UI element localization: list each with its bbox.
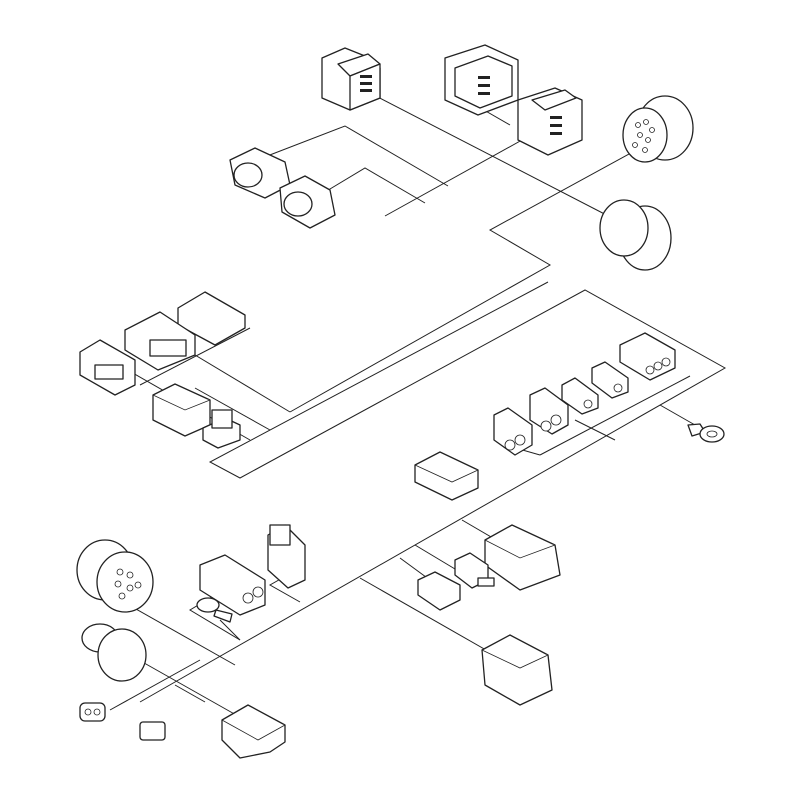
- sealed-connector: [202, 409, 241, 449]
- sealed-connector: [229, 147, 291, 199]
- wire: [289, 147, 641, 413]
- relay-block: [152, 383, 211, 437]
- wire: [261, 125, 449, 187]
- sealed-connector: [79, 339, 136, 396]
- relay-block: [481, 634, 553, 706]
- round-connector: [622, 95, 694, 163]
- sealed-connector: [454, 552, 495, 589]
- round-connector: [76, 539, 154, 613]
- rectangular-connector: [321, 47, 381, 111]
- wire: [129, 654, 246, 721]
- rectangular-connector: [484, 524, 561, 591]
- wire: [139, 281, 727, 703]
- sealed-connector: [139, 721, 166, 741]
- wire: [367, 91, 621, 223]
- sealed-connector: [529, 387, 569, 435]
- wire: [384, 139, 523, 217]
- wire: [174, 684, 206, 703]
- wire: [659, 404, 696, 426]
- connectors: [76, 44, 725, 759]
- sealed-connector: [417, 571, 461, 611]
- wire: [574, 419, 616, 441]
- sealed-connector: [493, 407, 533, 456]
- wire: [219, 619, 241, 641]
- wire: [359, 577, 501, 659]
- wire: [539, 375, 691, 456]
- dust-cap: [599, 199, 672, 271]
- ring-terminal: [687, 423, 725, 443]
- wire: [139, 327, 251, 386]
- wire: [319, 167, 426, 204]
- rectangular-connector: [444, 44, 519, 116]
- ring-terminal: [196, 597, 233, 623]
- header-connector: [124, 291, 246, 371]
- rectangular-connector: [517, 87, 583, 156]
- header-connector: [221, 704, 286, 759]
- sealed-connector: [267, 524, 306, 589]
- header-connector: [619, 332, 676, 381]
- header-connector: [414, 451, 479, 501]
- sealed-connector: [79, 702, 106, 722]
- wire: [194, 387, 271, 431]
- sealed-connector: [279, 175, 336, 229]
- wire: [109, 659, 201, 711]
- sealed-connector: [591, 361, 629, 399]
- round-connector: [81, 623, 147, 682]
- sealed-connector: [561, 377, 599, 415]
- wire: [119, 599, 236, 666]
